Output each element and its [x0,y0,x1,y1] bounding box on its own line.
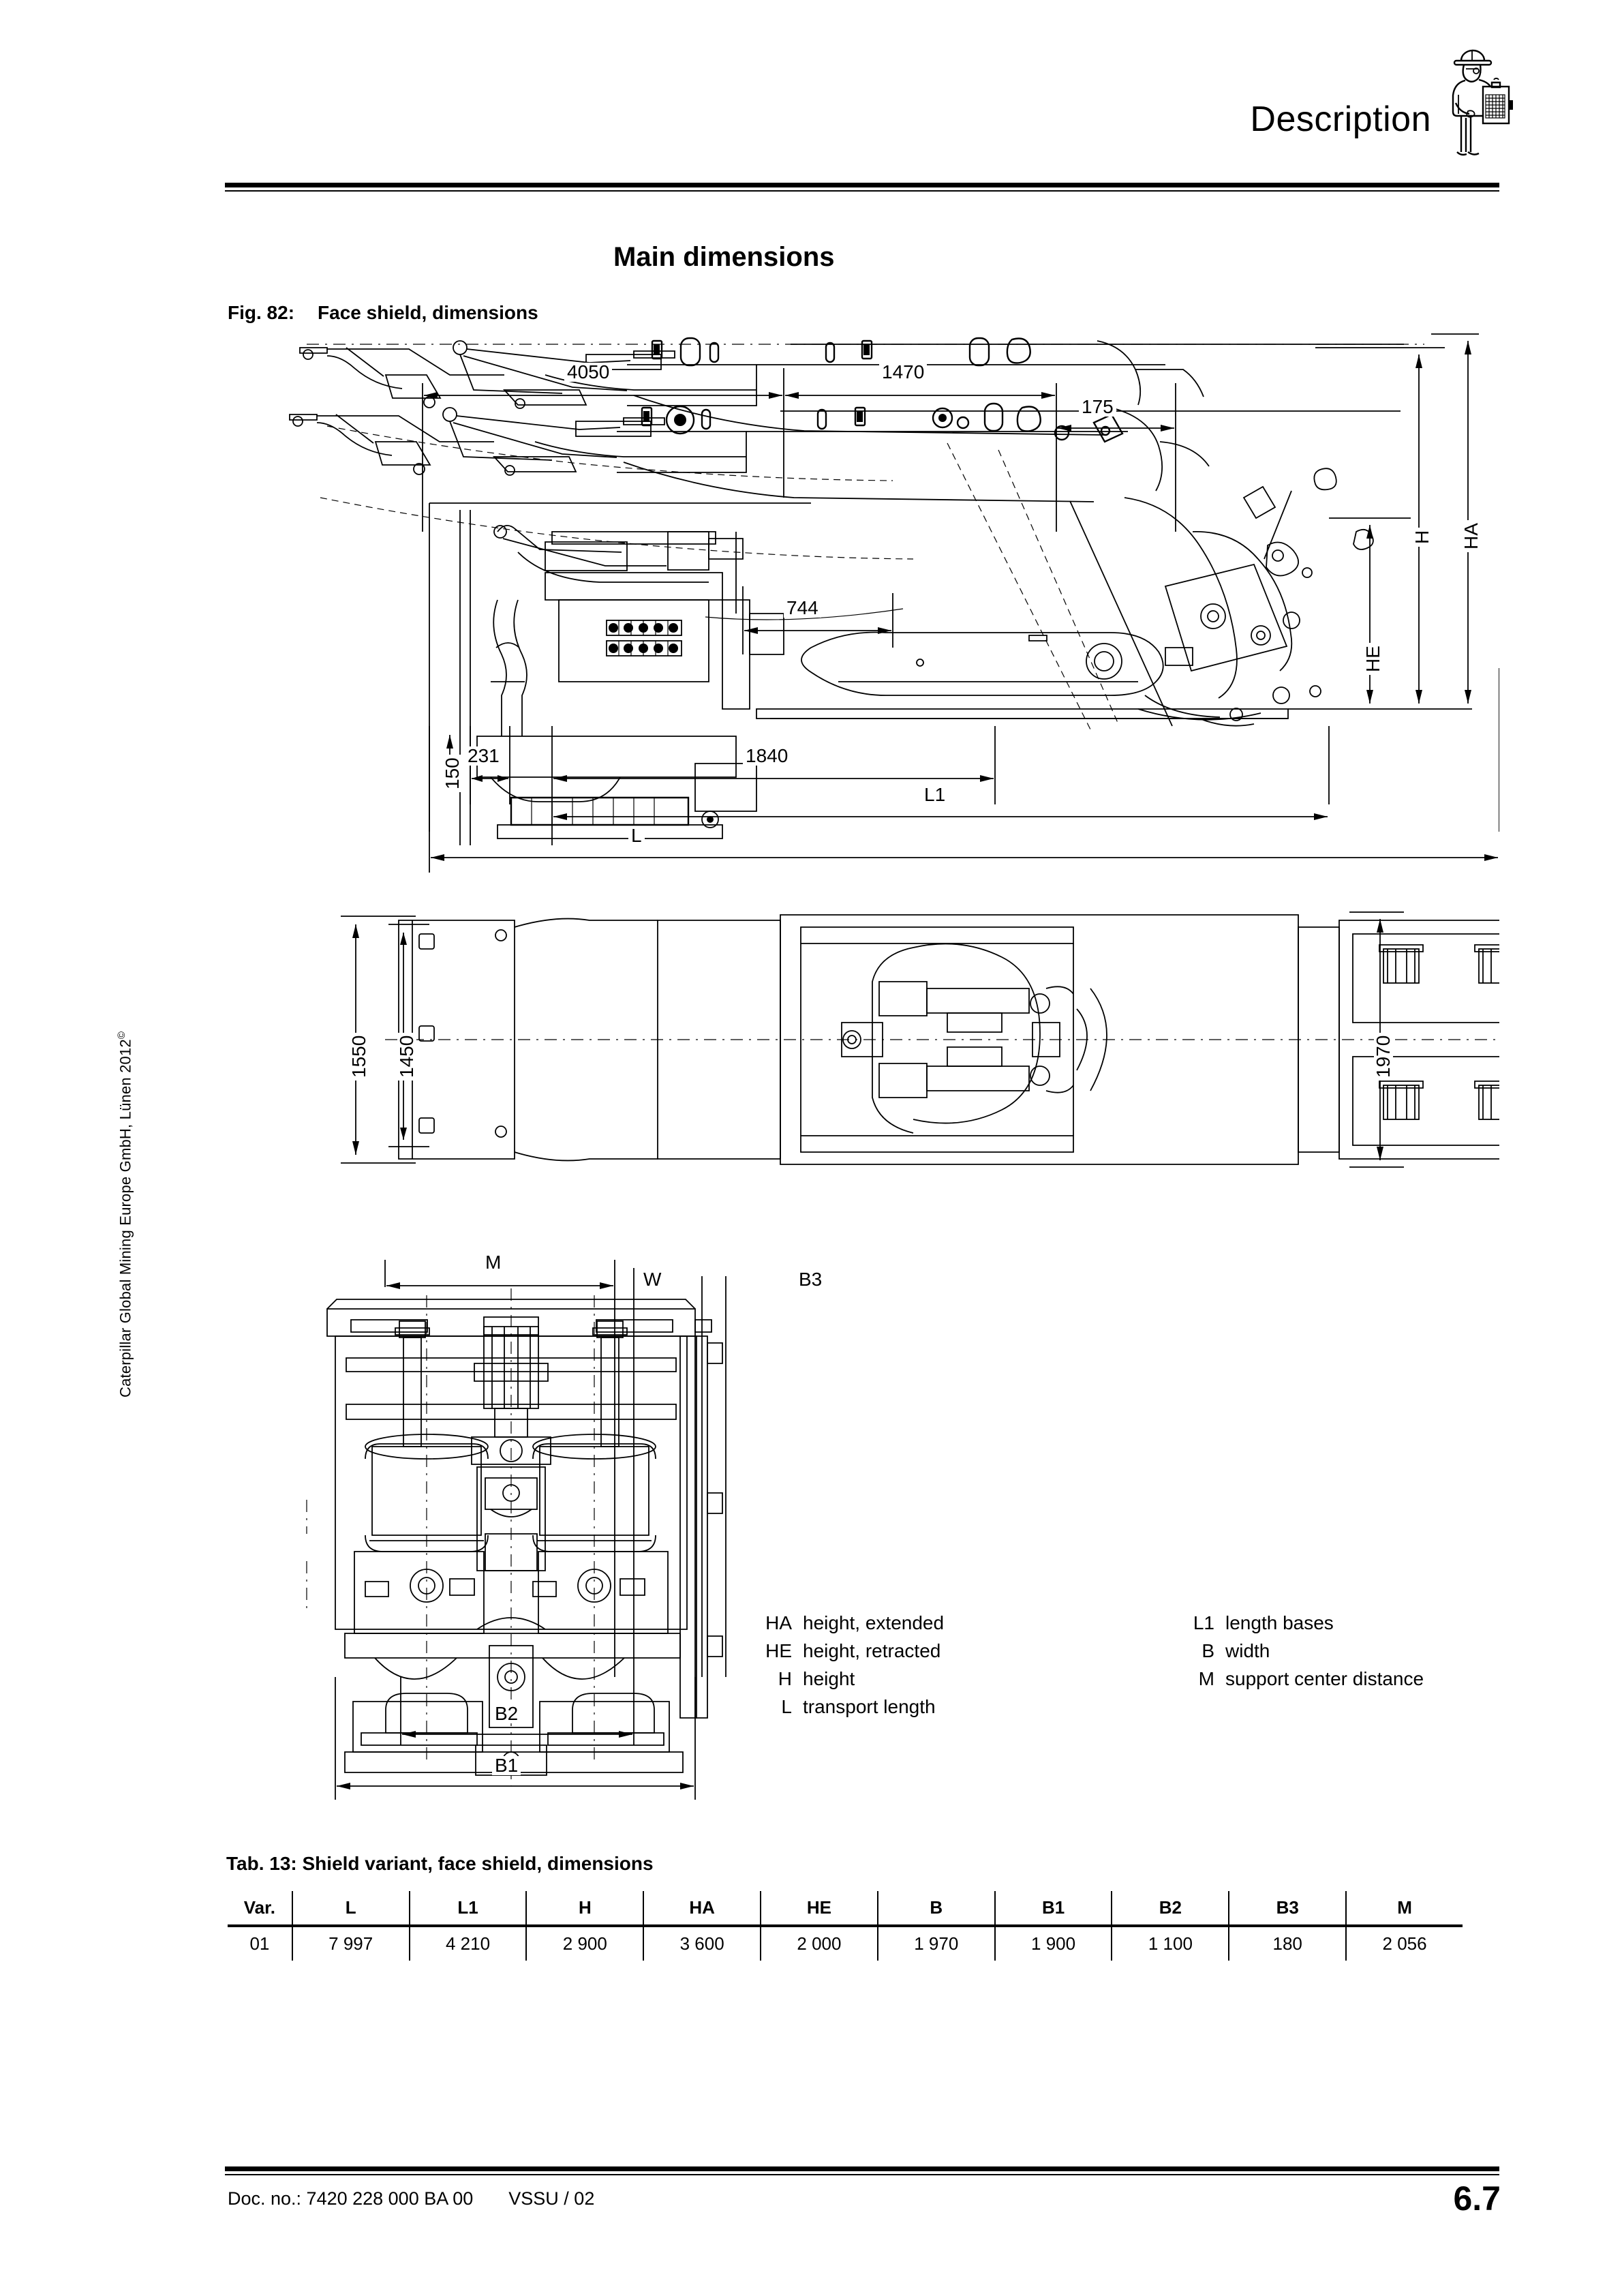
dim-H: H [1411,527,1433,547]
col-b3: B3 [1229,1891,1347,1926]
section-title: Main dimensions [613,242,835,272]
dimensions-table: Var. L L1 H HA HE B B1 B2 B3 M 01 7 997 … [228,1891,1463,1961]
col-h: H [526,1891,645,1926]
page-title: Description [1250,100,1431,139]
cell-l: 7 997 [292,1926,410,1961]
worker-with-clipboard-icon [1452,49,1513,156]
legend-symbol: HA [765,1612,792,1633]
dim-4050: 4050 [564,363,613,382]
cell-b1: 1 900 [994,1926,1113,1961]
side-view-drawing: 4050 1470 175 744 150 231 1840 L1 L HA H… [225,327,1499,893]
dim-1450: 1450 [396,1032,417,1081]
legend-symbol: M [1198,1668,1214,1690]
footer-document-info: Doc. no.: 7420 228 000 BA 00 VSSU / 02 [228,2188,594,2209]
footer-rule [225,2166,1499,2171]
dim-744: 744 [784,599,821,618]
col-b1: B1 [994,1891,1113,1926]
footer-doc-no: Doc. no.: 7420 228 000 BA 00 [228,2188,474,2209]
legend-symbol: H [778,1668,792,1690]
legend-symbol: L1 [1193,1612,1214,1633]
footer-rule-thin [225,2174,1499,2175]
dim-M: M [483,1253,504,1272]
cell-b3: 180 [1229,1926,1347,1961]
legend-text: length bases [1225,1612,1334,1633]
legend-text: height [803,1668,855,1690]
front-view-drawing: M W B3 B2 B1 [225,1200,1499,1834]
figure-caption: Fig. 82: Face shield, dimensions [228,302,538,324]
dim-1840: 1840 [743,746,791,766]
dim-150: 150 [442,755,463,792]
figure-caption-text: Face shield, dimensions [318,302,538,323]
dim-1970: 1970 [1373,1032,1394,1081]
legend-item: HE height, retracted [750,1637,1077,1665]
page-header: Description [0,0,1622,205]
figure-number: Fig. 82: [228,302,295,323]
col-b: B [877,1891,996,1926]
dim-1470: 1470 [879,363,928,382]
legend-item: L transport length [750,1693,1077,1721]
dim-1550: 1550 [348,1032,369,1081]
legend-item: H height [750,1665,1077,1693]
col-he: HE [761,1891,878,1926]
dim-175: 175 [1079,397,1116,417]
table-header-row: Var. L L1 H HA HE B B1 B2 B3 M [228,1891,1463,1926]
legend-item: M support center distance [1172,1665,1465,1693]
header-rule-thin [225,190,1499,192]
legend-symbol: L [781,1696,792,1718]
dim-L: L [628,826,645,845]
dim-B3: B3 [796,1270,825,1289]
col-m: M [1397,1897,1412,1918]
copyright-mark: © [116,1031,127,1040]
cell-l1: 4 210 [409,1926,527,1961]
dim-L1: L1 [921,785,949,804]
cell-b: 1 970 [877,1926,996,1961]
col-l1: L1 [409,1891,527,1926]
legend-text: height, retracted [803,1640,941,1662]
dim-W: W [641,1270,664,1289]
legend-symbol: B [1202,1640,1214,1662]
dim-B2: B2 [492,1704,521,1723]
copyright-text: Caterpillar Global Mining Europe GmbH, L… [117,1039,134,1398]
page-number: 6.7 [1453,2179,1501,2218]
cell-b2: 1 100 [1112,1926,1230,1961]
dim-HE: HE [1362,643,1383,675]
cell-var: 01 [228,1926,293,1961]
header-rule [225,183,1499,187]
legend-item: HA height, extended [750,1609,1077,1637]
legend-column-right: L1 length bases B width M support center… [1172,1609,1465,1693]
footer-revision: VSSU / 02 [508,2188,595,2209]
cell-ha: 3 600 [643,1926,762,1961]
dim-HA: HA [1460,520,1482,552]
table-row: 01 7 997 4 210 2 900 3 600 2 000 1 970 1… [228,1926,1463,1961]
legend-item: B width [1172,1637,1465,1665]
legend-text: transport length [803,1696,936,1718]
plan-view-drawing: 1550 1450 1970 [225,907,1499,1173]
legend-column-left: HA height, extended HE height, retracted… [750,1609,1077,1721]
cell-h: 2 900 [526,1926,645,1961]
legend-text: height, extended [803,1612,945,1633]
col-ha: HA [643,1891,762,1926]
side-copyright-note: Caterpillar Global Mining Europe GmbH, L… [116,907,134,1398]
dim-231: 231 [465,746,502,766]
legend-text: width [1225,1640,1270,1662]
col-l: L [292,1891,410,1926]
col-b2: B2 [1112,1891,1230,1926]
legend-text: support center distance [1225,1668,1424,1690]
dim-B1: B1 [492,1756,521,1775]
cell-he: 2 000 [761,1926,878,1961]
legend-symbol: HE [765,1640,792,1662]
col-var: Var. [228,1891,293,1926]
table-caption: Tab. 13: Shield variant, face shield, di… [226,1853,654,1874]
cell-m: 2 056 [1382,1933,1427,1954]
legend-item: L1 length bases [1172,1609,1465,1637]
